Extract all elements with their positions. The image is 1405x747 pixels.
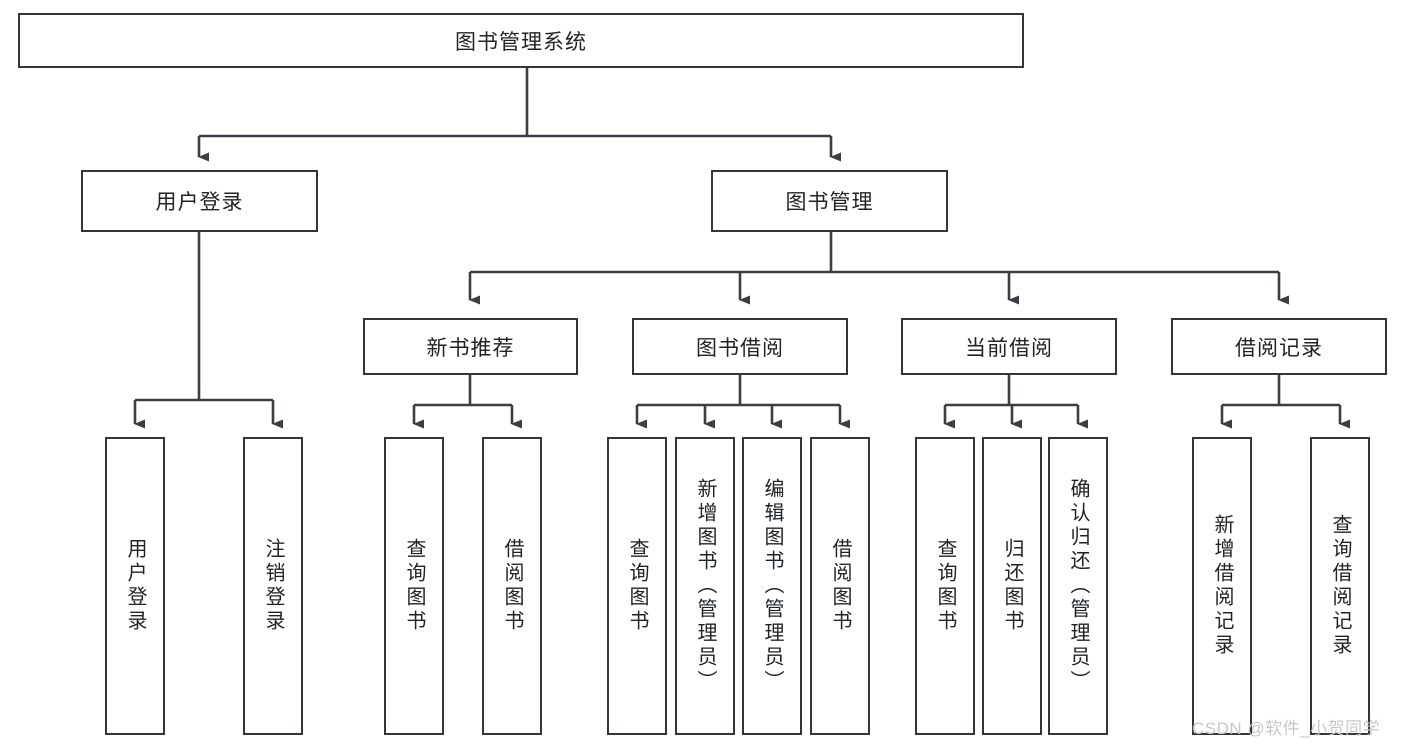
leaf-record-add-record[interactable]: 新增借阅记录 xyxy=(1192,437,1252,735)
leaf-label: 新增图书（管理员） xyxy=(694,478,716,694)
leaf-borrow-borrow-book[interactable]: 借阅图书 xyxy=(810,437,870,735)
leaf-user-logout[interactable]: 注销登录 xyxy=(243,437,303,735)
node-book-management-label: 图书管理 xyxy=(785,191,874,214)
leaf-current-query-book[interactable]: 查询图书 xyxy=(915,437,975,735)
leaf-label: 借阅图书 xyxy=(501,538,523,634)
leaf-label: 确认归还（管理员） xyxy=(1067,478,1089,694)
leaf-user-login[interactable]: 用户登录 xyxy=(105,437,165,735)
node-new-book-recommend[interactable]: 新书推荐 xyxy=(363,318,578,375)
leaf-borrow-add-book-admin[interactable]: 新增图书（管理员） xyxy=(675,437,735,735)
leaf-current-return-book[interactable]: 归还图书 xyxy=(982,437,1042,735)
leaf-label: 新增借阅记录 xyxy=(1211,514,1233,658)
leaf-label: 编辑图书（管理员） xyxy=(761,478,783,694)
leaf-label: 借阅图书 xyxy=(829,538,851,634)
leaf-newbook-query-book[interactable]: 查询图书 xyxy=(384,437,444,735)
node-book-borrow-label: 图书借阅 xyxy=(696,336,784,360)
node-root[interactable]: 图书管理系统 xyxy=(18,13,1024,68)
node-root-label: 图书管理系统 xyxy=(455,30,587,54)
node-current-borrow[interactable]: 当前借阅 xyxy=(901,318,1117,375)
leaf-current-confirm-return-admin[interactable]: 确认归还（管理员） xyxy=(1048,437,1108,735)
leaf-label: 查询借阅记录 xyxy=(1329,514,1351,658)
node-new-book-recommend-label: 新书推荐 xyxy=(426,336,515,360)
csdn-watermark: CSDN @软件_小贺同学 xyxy=(1192,719,1381,738)
node-user-login[interactable]: 用户登录 xyxy=(81,170,318,232)
leaf-label: 注销登录 xyxy=(262,538,284,634)
node-borrow-record[interactable]: 借阅记录 xyxy=(1171,318,1387,375)
node-borrow-record-label: 借阅记录 xyxy=(1235,336,1323,360)
leaf-borrow-edit-book-admin[interactable]: 编辑图书（管理员） xyxy=(742,437,802,735)
leaf-label: 查询图书 xyxy=(626,538,648,634)
leaf-label: 用户登录 xyxy=(124,538,146,634)
leaf-newbook-borrow-book[interactable]: 借阅图书 xyxy=(482,437,542,735)
node-book-management[interactable]: 图书管理 xyxy=(711,170,948,232)
node-book-borrow[interactable]: 图书借阅 xyxy=(632,318,848,375)
leaf-borrow-query-book[interactable]: 查询图书 xyxy=(607,437,667,735)
leaf-label: 归还图书 xyxy=(1001,538,1023,634)
node-current-borrow-label: 当前借阅 xyxy=(965,336,1053,360)
leaf-record-query-record[interactable]: 查询借阅记录 xyxy=(1310,437,1370,735)
leaf-label: 查询图书 xyxy=(934,538,956,634)
leaf-label: 查询图书 xyxy=(403,538,425,634)
node-user-login-label: 用户登录 xyxy=(155,191,244,214)
